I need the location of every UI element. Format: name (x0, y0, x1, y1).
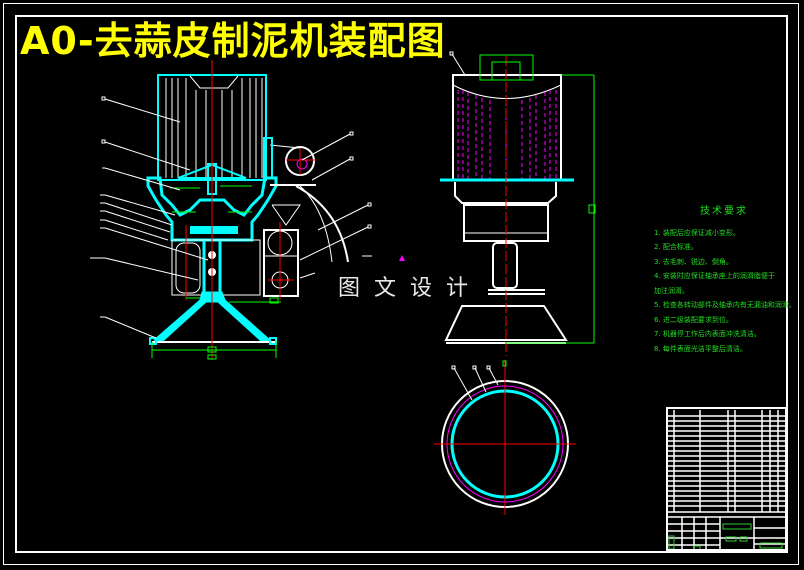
drawing-title: A0-去蒜皮制泥机装配图 (20, 19, 446, 63)
watermark-text: 图文设计 (338, 276, 483, 301)
requirement-item: 7. 机器停工作后内表面冲洗清洁。 (654, 330, 761, 338)
requirement-item: 5. 检查各转动部件及轴承内有无漏油和润滑。 (654, 301, 796, 309)
technical-requirements-title: 技术要求 (700, 206, 748, 217)
requirement-item: 1. 装配后应保证减小变形。 (654, 228, 740, 237)
requirement-item: 8. 每件表面光洁平整后清洁。 (654, 344, 747, 353)
requirement-item: 6. 进二级装配要求到位。 (654, 315, 733, 324)
title-block-grid (668, 410, 787, 551)
drawing-frame (15, 15, 788, 553)
top-view (434, 360, 576, 515)
requirement-item: 3. 去毛刺、锐边、倒角。 (654, 257, 733, 266)
requirement-item: 4. 安装时应保证轴承座上的润滑脂便于 (654, 272, 775, 280)
front-section-view (90, 60, 405, 360)
title-block (666, 407, 787, 551)
side-view (440, 51, 596, 356)
outer-border (3, 3, 799, 565)
technical-requirements: 技术要求 1. 装配后应保证减小变形。 2. 配合标准。 3. 去毛刺、锐边、倒… (654, 205, 796, 356)
requirement-item: 2. 配合标准。 (654, 243, 698, 251)
requirement-item: 加注润滑。 (654, 286, 689, 295)
